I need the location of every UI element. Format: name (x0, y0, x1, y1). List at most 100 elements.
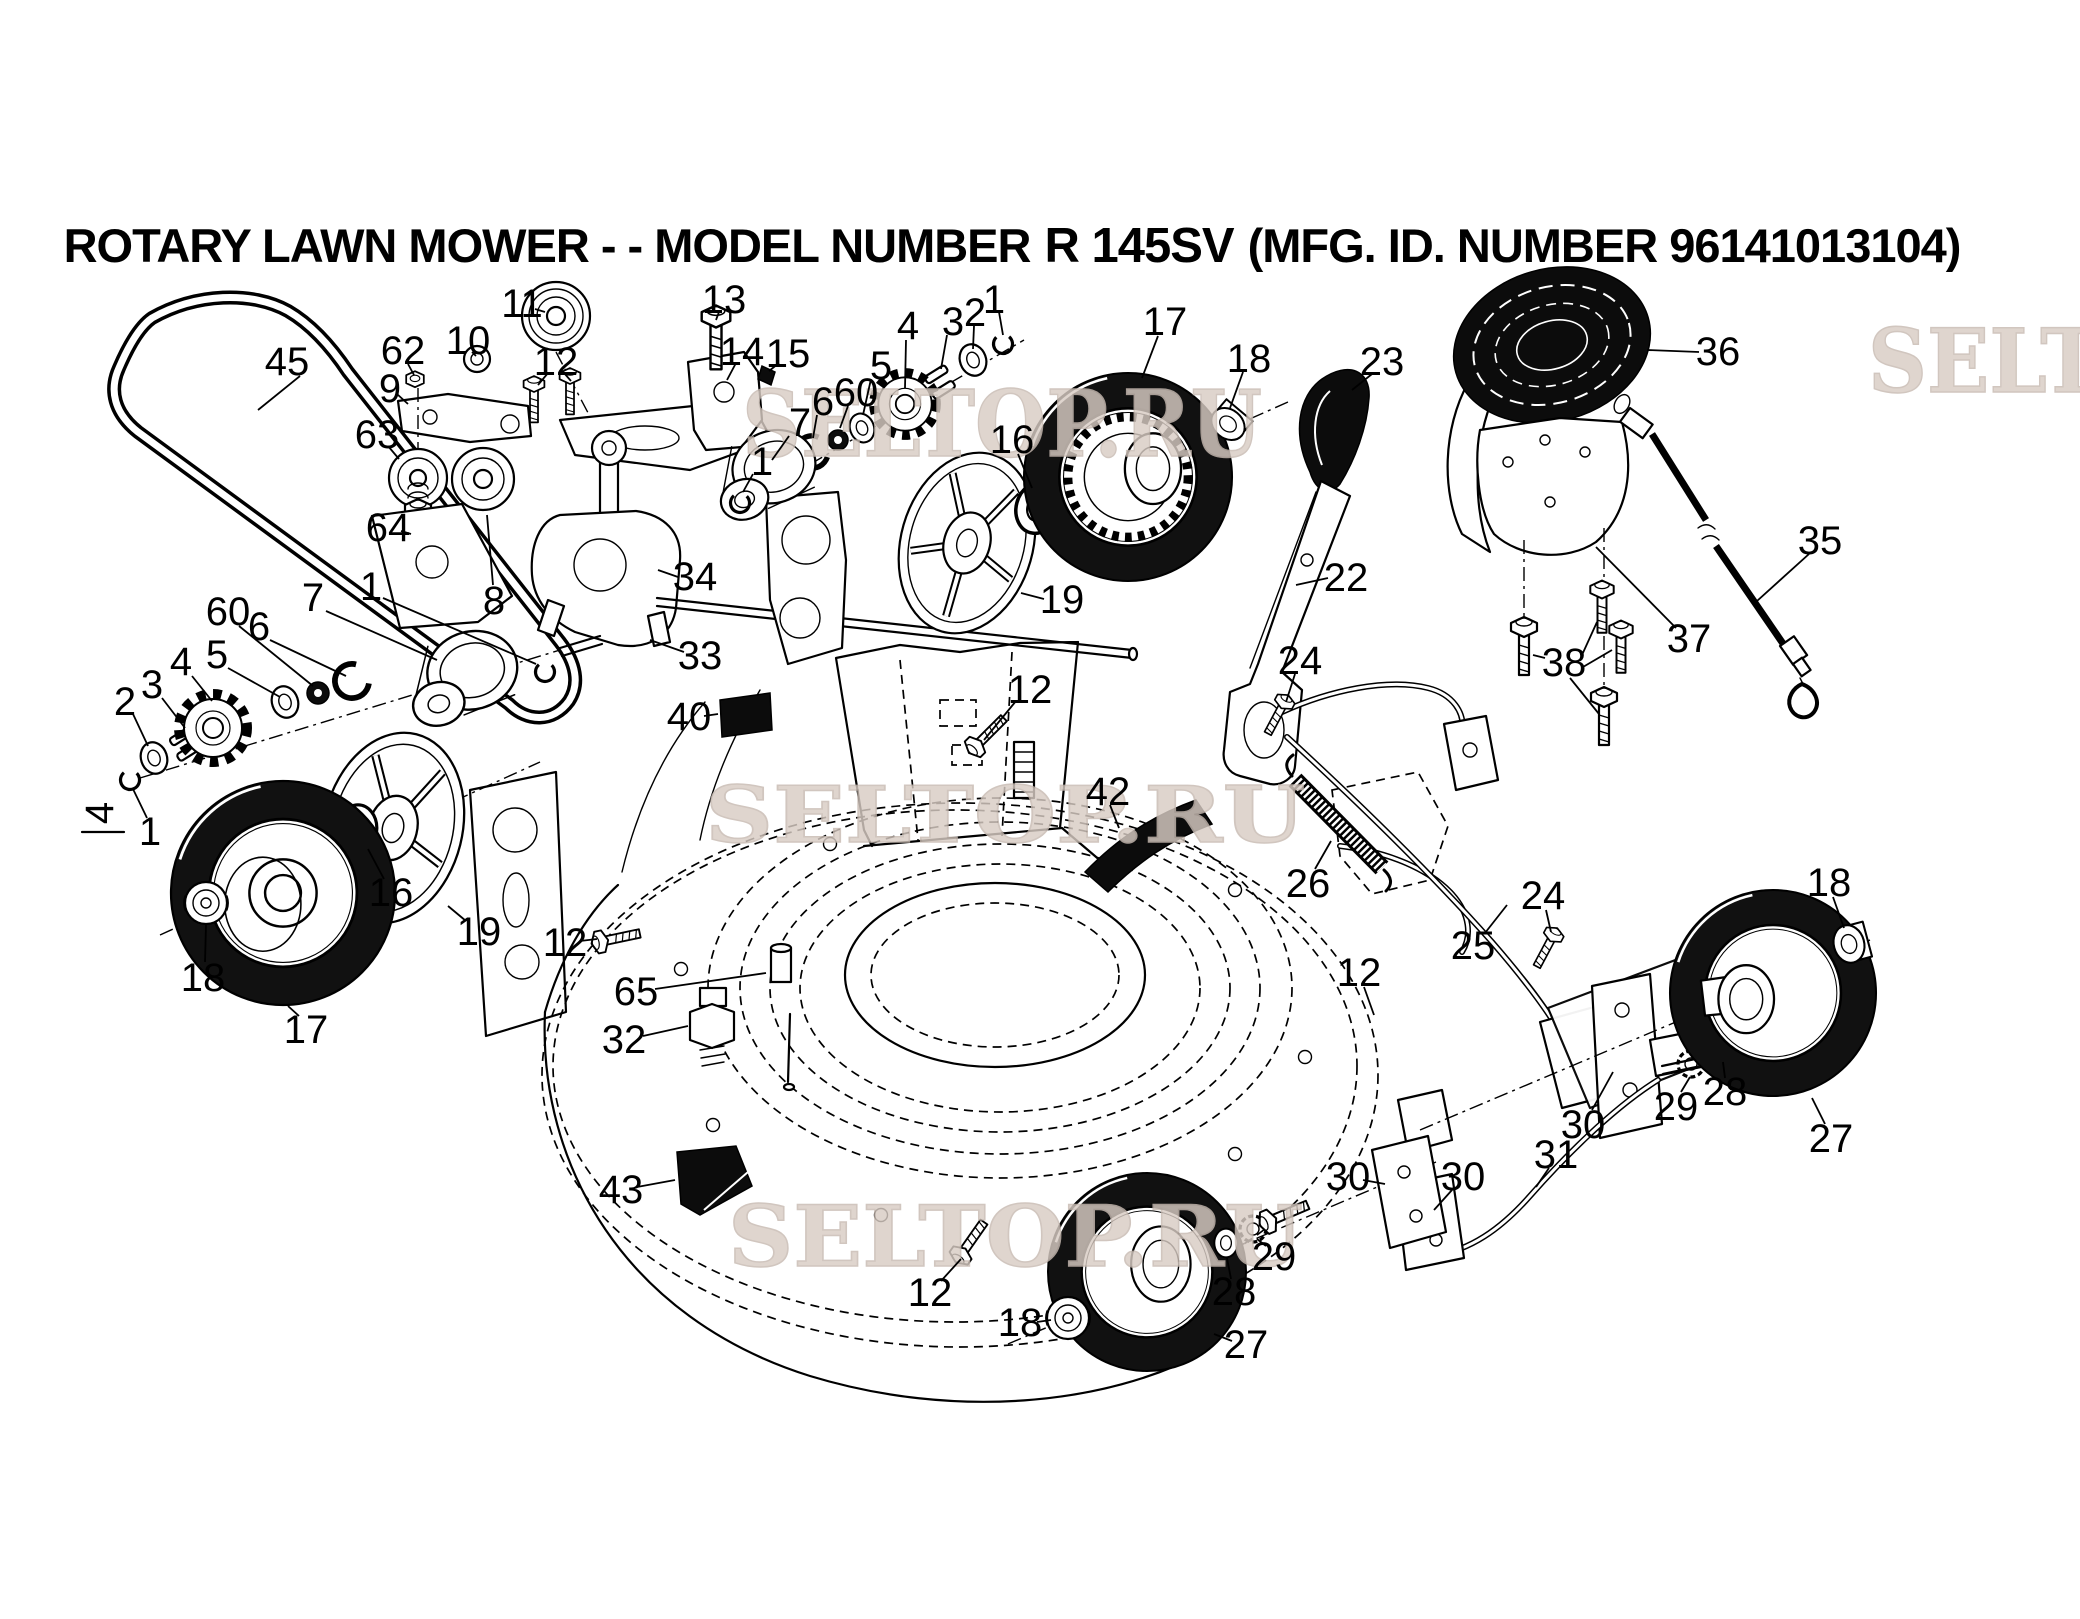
leader-line-12 (563, 372, 572, 382)
leader-line-12 (579, 938, 598, 942)
part-callout-30: 30 (1326, 1155, 1371, 1199)
part-callout-24: 24 (1521, 874, 1566, 918)
leader-line-24 (1545, 909, 1552, 933)
part-callout-17: 17 (1143, 300, 1188, 344)
part-callout-5: 5 (206, 633, 228, 677)
part-callout-24: 24 (1278, 639, 1323, 683)
leader-line-65 (654, 972, 767, 990)
right-wheel-assembly (1419, 888, 1878, 1131)
leader-line-30 (1433, 1189, 1453, 1211)
part-callout-26: 26 (1286, 862, 1331, 906)
watermark-text: SELTOP.RU (705, 770, 1305, 861)
leader-line-16 (1017, 453, 1033, 489)
leader-line-18 (204, 924, 207, 963)
leader-line-38 (1581, 621, 1598, 656)
leader-line-27 (1213, 1333, 1233, 1342)
leader-line-38 (1569, 677, 1600, 715)
leader-line-19 (447, 905, 467, 922)
leader-line-1 (382, 597, 537, 665)
part-callout-3: 3 (942, 300, 964, 344)
watermark-text: SELTOP.RU (742, 370, 1262, 478)
leader-line-29 (1680, 1076, 1691, 1093)
leader-line-24 (1285, 673, 1296, 703)
line-art (80, 266, 1878, 1403)
leader-line-22 (1295, 577, 1329, 586)
leader-line-31 (1535, 1167, 1550, 1188)
leader-line-42 (1109, 804, 1120, 829)
leader-line-17 (287, 1005, 300, 1017)
part-callout-1: 1 (360, 565, 382, 609)
leader-line-35 (1756, 553, 1810, 602)
part-callout-12: 12 (1008, 668, 1053, 712)
mount-plate-37-bolts-38 (1476, 416, 1634, 747)
part-callout-29: 29 (1654, 1085, 1699, 1129)
part-callout-32: 32 (602, 1018, 647, 1062)
leader-line-1 (132, 788, 148, 819)
leader-line-28 (1722, 1061, 1726, 1079)
leader-line-32 (642, 1025, 689, 1037)
leader-line-38 (1582, 649, 1613, 668)
part-callout-37: 37 (1667, 617, 1712, 661)
part-callout-60: 60 (206, 590, 251, 634)
gearbox-34 (530, 429, 682, 648)
part-callout-23: 23 (1360, 340, 1405, 384)
part-callout-27: 27 (1224, 1323, 1269, 1367)
leader-line-37 (1595, 546, 1677, 629)
part-callout-3: 3 (141, 663, 163, 707)
deck-guard-42 (1083, 799, 1214, 894)
part-callout-5: 5 (870, 344, 892, 388)
leader-line-26 (1314, 840, 1332, 870)
drive-belt-45 (107, 290, 583, 725)
right-wheel-assembly-top (878, 371, 1289, 650)
part-callout-13: 13 (702, 278, 747, 322)
part-callout-62: 62 (381, 329, 426, 373)
part-callout-29: 29 (1252, 1235, 1297, 1279)
leader-line-15 (768, 362, 780, 372)
part-callout-6: 6 (248, 605, 270, 649)
leader-line-8 (486, 514, 494, 586)
leader-line-60 (238, 625, 314, 687)
leader-line-17 (1141, 335, 1159, 379)
part-callout-63: 63 (355, 413, 400, 457)
part-callout-12: 12 (543, 921, 588, 965)
part-callout-30: 30 (1561, 1103, 1606, 1147)
leader-line-40 (703, 713, 719, 717)
part-callout-19: 19 (1040, 578, 1085, 622)
leader-line-43 (636, 1179, 676, 1188)
cover-36 (1446, 266, 1652, 554)
leader-line-18 (1036, 1319, 1052, 1323)
part-callout-33: 33 (678, 634, 723, 678)
part-callout-12: 12 (908, 1271, 953, 1315)
leader-line-2 (132, 713, 149, 747)
leader-line-63 (387, 445, 400, 460)
part-callout-10: 10 (446, 319, 491, 363)
title-suffix: (MFG. ID. NUMBER 96141013104) (1248, 219, 1961, 272)
leader-line-33 (649, 639, 685, 653)
leader-line-38 (1532, 654, 1546, 659)
watermark-text: SELTOP.RU (728, 1187, 1303, 1286)
leader-line-12 (537, 372, 549, 386)
leader-line-18 (1229, 371, 1244, 409)
leader-line-3 (161, 697, 186, 729)
part-callout-38: 38 (1542, 641, 1587, 685)
leader-line-62 (407, 363, 415, 376)
part-callout-12: 12 (534, 340, 579, 384)
leader-line-28 (1226, 1257, 1232, 1280)
part-callout-4: 4 (170, 640, 192, 684)
control-cable-35 (1613, 393, 1819, 720)
leader-line-19 (1020, 592, 1045, 600)
part-callout-65: 65 (614, 970, 659, 1014)
part-callout-18: 18 (1807, 861, 1852, 905)
part-callout-11: 11 (501, 282, 543, 326)
part-callout-17: 17 (284, 1008, 329, 1052)
leader-line-4 (191, 675, 213, 702)
part-callout-16: 16 (369, 871, 414, 915)
part-callout-2: 2 (114, 680, 136, 724)
bottom-wheel-assembly (1007, 1134, 1448, 1373)
part-callout-64: 64 (366, 506, 411, 550)
part-callout-12: 12 (1337, 951, 1382, 995)
decals-and-deck-hardware (588, 692, 1013, 1270)
